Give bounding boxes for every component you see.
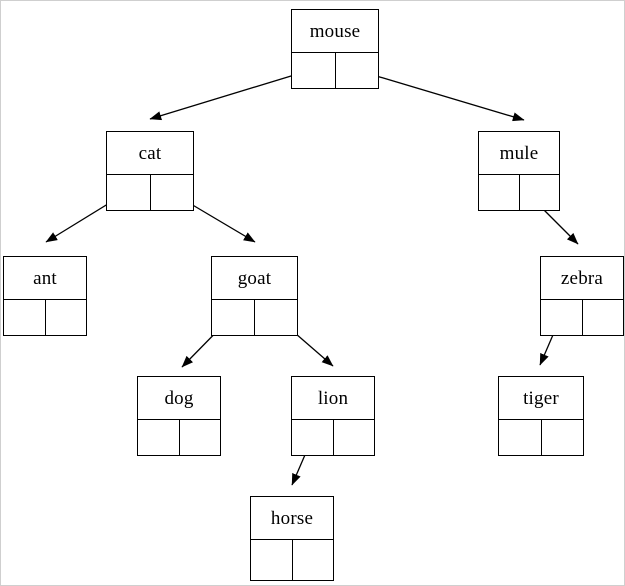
tree-node-pointer-cells	[212, 300, 297, 335]
tree-node-pointer-cells	[541, 300, 623, 335]
tree-node-tiger[interactable]: tiger	[498, 376, 584, 456]
tree-node-left-pointer-cell[interactable]	[292, 420, 334, 455]
tree-node-right-pointer-cell[interactable]	[45, 300, 86, 335]
tree-node-left-pointer-cell[interactable]	[499, 420, 542, 455]
tree-edge-mouse-left-to-cat	[149, 68, 315, 121]
tree-node-goat[interactable]: goat	[211, 256, 298, 336]
tree-node-right-pointer-cell[interactable]	[255, 300, 297, 335]
tree-node-label: mule	[479, 132, 559, 175]
tree-node-label: horse	[251, 497, 333, 540]
tree-node-right-pointer-cell[interactable]	[582, 300, 623, 335]
tree-node-pointer-cells	[292, 420, 374, 455]
tree-node-label: cat	[107, 132, 193, 175]
tree-node-pointer-cells	[251, 540, 333, 580]
tree-node-label: dog	[138, 377, 220, 420]
tree-node-pointer-cells	[4, 300, 86, 335]
tree-node-pointer-cells	[499, 420, 583, 455]
tree-node-label: lion	[292, 377, 374, 420]
tree-node-zebra[interactable]: zebra	[540, 256, 624, 336]
tree-node-label: zebra	[541, 257, 623, 300]
tree-node-right-pointer-cell[interactable]	[519, 175, 559, 210]
tree-node-left-pointer-cell[interactable]	[251, 540, 293, 580]
tree-node-label: mouse	[292, 10, 378, 53]
tree-node-pointer-cells	[292, 53, 378, 88]
tree-node-left-pointer-cell[interactable]	[541, 300, 583, 335]
tree-node-right-pointer-cell[interactable]	[541, 420, 583, 455]
tree-node-pointer-cells	[479, 175, 559, 210]
tree-node-label: goat	[212, 257, 297, 300]
tree-node-left-pointer-cell[interactable]	[212, 300, 255, 335]
tree-node-label: tiger	[499, 377, 583, 420]
tree-node-lion[interactable]: lion	[291, 376, 375, 456]
tree-node-dog[interactable]: dog	[137, 376, 221, 456]
tree-node-left-pointer-cell[interactable]	[107, 175, 151, 210]
tree-node-pointer-cells	[107, 175, 193, 210]
tree-node-cat[interactable]: cat	[106, 131, 194, 211]
tree-node-right-pointer-cell[interactable]	[292, 540, 333, 580]
tree-node-pointer-cells	[138, 420, 220, 455]
tree-node-right-pointer-cell[interactable]	[335, 53, 378, 88]
tree-node-left-pointer-cell[interactable]	[292, 53, 336, 88]
tree-node-left-pointer-cell[interactable]	[4, 300, 46, 335]
tree-node-left-pointer-cell[interactable]	[479, 175, 520, 210]
tree-node-mouse[interactable]: mouse	[291, 9, 379, 89]
tree-node-right-pointer-cell[interactable]	[333, 420, 374, 455]
tree-node-right-pointer-cell[interactable]	[150, 175, 193, 210]
tree-node-ant[interactable]: ant	[3, 256, 87, 336]
tree-node-label: ant	[4, 257, 86, 300]
tree-node-left-pointer-cell[interactable]	[138, 420, 180, 455]
tree-node-horse[interactable]: horse	[250, 496, 334, 581]
tree-node-right-pointer-cell[interactable]	[179, 420, 220, 455]
tree-node-mule[interactable]: mule	[478, 131, 560, 211]
